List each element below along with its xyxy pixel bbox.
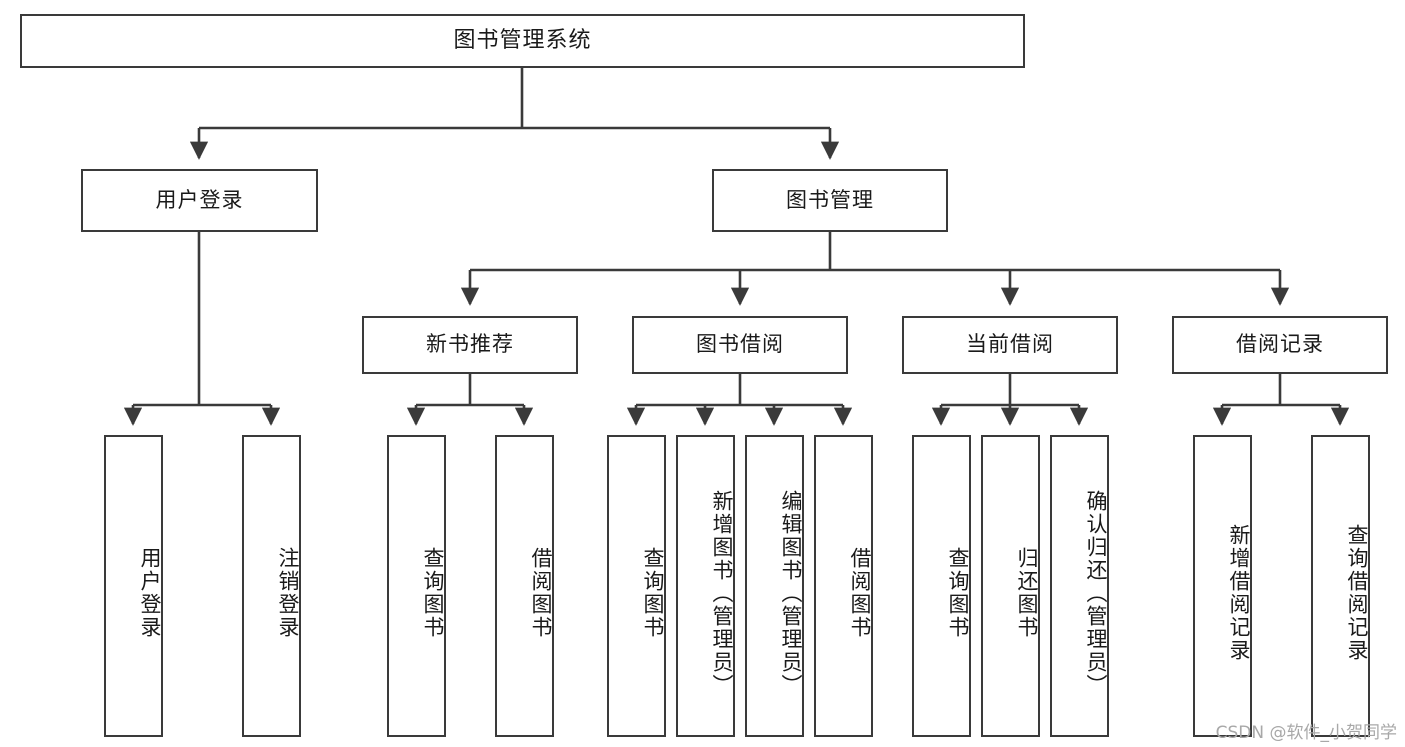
node-label: 新增借阅记录 — [1227, 524, 1251, 662]
node-label: 归还图书 — [1015, 547, 1039, 639]
node-label: 当前借阅 — [966, 332, 1054, 357]
leaf-borrow-record-query[interactable]: 查询借阅记录 — [1311, 435, 1370, 737]
node-root-book-management-system[interactable]: 图书管理系统 — [20, 14, 1025, 68]
node-label: 查询图书 — [641, 547, 665, 639]
node-label: 编辑图书（管理员） — [779, 489, 803, 697]
leaf-current-borrow-confirm-return[interactable]: 确认归还（管理员） — [1050, 435, 1109, 737]
node-label: 图书管理系统 — [453, 27, 592, 53]
leaf-book-borrow-borrow[interactable]: 借阅图书 — [814, 435, 873, 737]
node-label: 查询图书 — [421, 547, 445, 639]
leaf-borrow-record-add[interactable]: 新增借阅记录 — [1193, 435, 1252, 737]
node-user-login[interactable]: 用户登录 — [81, 169, 318, 232]
leaf-book-borrow-edit[interactable]: 编辑图书（管理员） — [745, 435, 804, 737]
node-label: 借阅记录 — [1236, 332, 1324, 357]
node-book-management[interactable]: 图书管理 — [712, 169, 948, 232]
node-borrow-record[interactable]: 借阅记录 — [1172, 316, 1388, 374]
leaf-book-borrow-query[interactable]: 查询图书 — [607, 435, 666, 737]
node-label: 确认归还（管理员） — [1084, 489, 1108, 697]
node-label: 图书管理 — [786, 187, 874, 212]
leaf-current-borrow-return[interactable]: 归还图书 — [981, 435, 1040, 737]
leaf-current-borrow-query[interactable]: 查询图书 — [912, 435, 971, 737]
node-label: 查询图书 — [946, 547, 970, 639]
node-label: 新增图书（管理员） — [710, 489, 734, 697]
node-label: 用户登录 — [138, 547, 162, 639]
node-label: 新书推荐 — [426, 332, 514, 357]
node-label: 注销登录 — [276, 547, 300, 639]
node-book-borrow[interactable]: 图书借阅 — [632, 316, 848, 374]
node-label: 借阅图书 — [848, 547, 872, 639]
leaf-new-book-query[interactable]: 查询图书 — [387, 435, 446, 737]
node-label: 图书借阅 — [696, 332, 784, 357]
csdn-watermark: CSDN @软件_小贺同学 — [1215, 723, 1397, 743]
node-new-book-recommend[interactable]: 新书推荐 — [362, 316, 578, 374]
node-label: 查询借阅记录 — [1345, 524, 1369, 662]
leaf-book-borrow-add[interactable]: 新增图书（管理员） — [676, 435, 735, 737]
node-label: 用户登录 — [155, 187, 244, 212]
node-current-borrow[interactable]: 当前借阅 — [902, 316, 1118, 374]
leaf-new-book-borrow[interactable]: 借阅图书 — [495, 435, 554, 737]
leaf-user-login-logout[interactable]: 注销登录 — [242, 435, 301, 737]
node-label: 借阅图书 — [529, 547, 553, 639]
leaf-user-login-login[interactable]: 用户登录 — [104, 435, 163, 737]
